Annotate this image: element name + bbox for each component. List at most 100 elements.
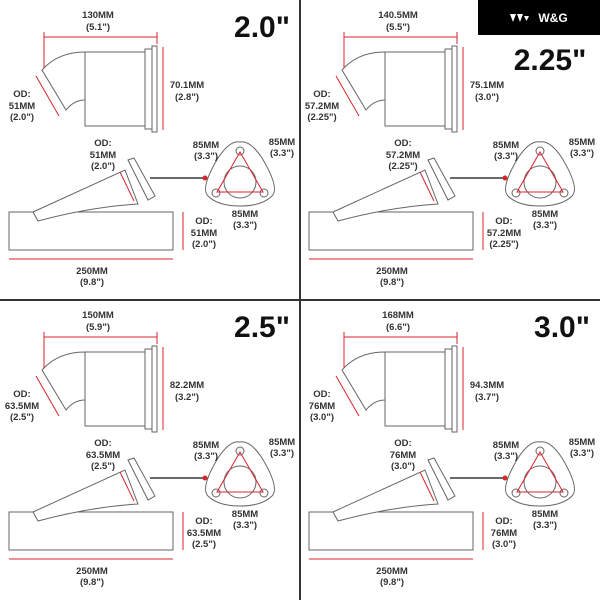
main-od-label: OD: — [195, 516, 212, 527]
flange-drawing — [505, 441, 575, 507]
main-od-label: OD: — [195, 216, 212, 227]
main-length-in: (9.8") — [380, 577, 404, 588]
y-pipe-drawing — [308, 157, 474, 251]
size-variant-panel-4: 3.0" 168MM (6.6") 94.3MM (3.7") OD: 76MM… — [300, 300, 600, 600]
flange-dim-right-in: (3.3") — [570, 148, 594, 159]
elbow-od-label: OD: — [313, 389, 330, 400]
elbow-length-in: (5.9") — [86, 322, 110, 333]
flange-dim-right-mm: 85MM — [269, 437, 295, 448]
main-od-label: OD: — [495, 216, 512, 227]
elbow-length-mm: 140.5MM — [378, 10, 418, 21]
branch-od-in: (2.0") — [91, 161, 115, 172]
branch-od-in: (2.25") — [388, 161, 417, 172]
flange-dim-bottom-mm: 85MM — [232, 509, 258, 520]
main-length-in: (9.8") — [380, 277, 404, 288]
y-pipe-dimension-lines — [9, 171, 184, 260]
elbow-length-in: (6.6") — [386, 322, 410, 333]
y-pipe-dimension-lines — [309, 471, 484, 560]
brand-name: W&G — [538, 10, 568, 25]
branch-od-label: OD: — [94, 438, 111, 449]
branch-od-mm: 57.2MM — [386, 150, 420, 161]
main-od-label: OD: — [495, 516, 512, 527]
elbow-height-mm: 82.2MM — [170, 380, 204, 391]
branch-od-label: OD: — [394, 138, 411, 149]
flange-dim-left-in: (3.3") — [194, 451, 218, 462]
flange-dim-left-mm: 85MM — [193, 440, 219, 451]
flange-drawing — [505, 141, 575, 207]
elbow-pipe-drawing — [341, 45, 458, 133]
flange-dim-right-mm: 85MM — [569, 137, 595, 148]
flange-dim-bottom-mm: 85MM — [232, 209, 258, 220]
main-length-in: (9.8") — [80, 577, 104, 588]
flange-dim-left-mm: 85MM — [493, 440, 519, 451]
y-pipe-dimension-lines — [309, 171, 484, 260]
elbow-height-in: (3.2") — [175, 392, 199, 403]
flange-dim-right-in: (3.3") — [270, 148, 294, 159]
flange-drawing — [205, 141, 275, 207]
main-length-in: (9.8") — [80, 277, 104, 288]
branch-od-mm: 63.5MM — [86, 450, 120, 461]
flange-dim-left-in: (3.3") — [494, 151, 518, 162]
main-length-mm: 250MM — [76, 266, 108, 277]
elbow-dimension-lines — [35, 32, 164, 130]
elbow-pipe-drawing — [41, 45, 158, 133]
flange-dim-bottom-in: (3.3") — [533, 220, 557, 231]
flange-dim-left-mm: 85MM — [193, 140, 219, 151]
flange-dim-bottom-mm: 85MM — [532, 209, 558, 220]
elbow-height-mm: 94.3MM — [470, 380, 504, 391]
elbow-od-in: (2.5") — [10, 412, 34, 423]
flange-dim-right-in: (3.3") — [570, 448, 594, 459]
elbow-pipe-drawing — [41, 345, 158, 433]
main-length-mm: 250MM — [376, 566, 408, 577]
y-pipe-drawing — [8, 157, 174, 251]
elbow-dimension-lines — [35, 332, 164, 430]
main-od-mm: 51MM — [191, 228, 217, 239]
y-pipe-dimension-lines — [9, 471, 184, 560]
main-od-mm: 57.2MM — [487, 228, 521, 239]
elbow-od-mm: 76MM — [309, 401, 335, 412]
branch-od-label: OD: — [394, 438, 411, 449]
flange-dim-bottom-in: (3.3") — [533, 520, 557, 531]
main-od-in: (2.5") — [192, 539, 216, 550]
main-od-in: (2.0") — [192, 239, 216, 250]
flange-dim-bottom-in: (3.3") — [233, 220, 257, 231]
main-length-mm: 250MM — [76, 566, 108, 577]
elbow-od-label: OD: — [13, 89, 30, 100]
elbow-od-label: OD: — [313, 89, 330, 100]
elbow-height-in: (3.7") — [475, 392, 499, 403]
brand-logo: W&G — [478, 0, 600, 35]
elbow-height-mm: 70.1MM — [170, 80, 204, 91]
branch-od-mm: 51MM — [90, 150, 116, 161]
elbow-od-in: (2.0") — [10, 112, 34, 123]
logo-mark-icon — [510, 13, 530, 22]
flange-dim-right-mm: 85MM — [269, 137, 295, 148]
main-od-mm: 63.5MM — [187, 528, 221, 539]
flange-dim-left-in: (3.3") — [494, 451, 518, 462]
elbow-od-label: OD: — [13, 389, 30, 400]
elbow-length-mm: 130MM — [82, 10, 114, 21]
branch-od-label: OD: — [94, 138, 111, 149]
branch-od-in: (3.0") — [391, 461, 415, 472]
elbow-length-in: (5.1") — [86, 22, 110, 33]
callout-dot — [502, 175, 508, 181]
flange-dim-bottom-in: (3.3") — [233, 520, 257, 531]
elbow-pipe-drawing — [341, 345, 458, 433]
main-od-in: (2.25") — [489, 239, 518, 250]
flange-dim-left-mm: 85MM — [493, 140, 519, 151]
callout-dot — [202, 175, 208, 181]
elbow-height-mm: 75.1MM — [470, 80, 504, 91]
elbow-od-mm: 57.2MM — [305, 101, 339, 112]
flange-drawing — [205, 441, 275, 507]
size-label: 3.0" — [534, 311, 590, 344]
size-label: 2.0" — [234, 11, 290, 44]
main-od-in: (3.0") — [492, 539, 516, 550]
y-pipe-drawing — [8, 457, 174, 551]
size-variant-panel-1: 2.0" 130MM (5.1") 70.1MM (2.8") OD: 51MM… — [0, 0, 300, 300]
flange-dim-right-in: (3.3") — [270, 448, 294, 459]
size-label: 2.25" — [514, 44, 587, 77]
elbow-od-mm: 51MM — [9, 101, 35, 112]
elbow-od-in: (2.25") — [307, 112, 336, 123]
main-length-mm: 250MM — [376, 266, 408, 277]
branch-od-mm: 76MM — [390, 450, 416, 461]
